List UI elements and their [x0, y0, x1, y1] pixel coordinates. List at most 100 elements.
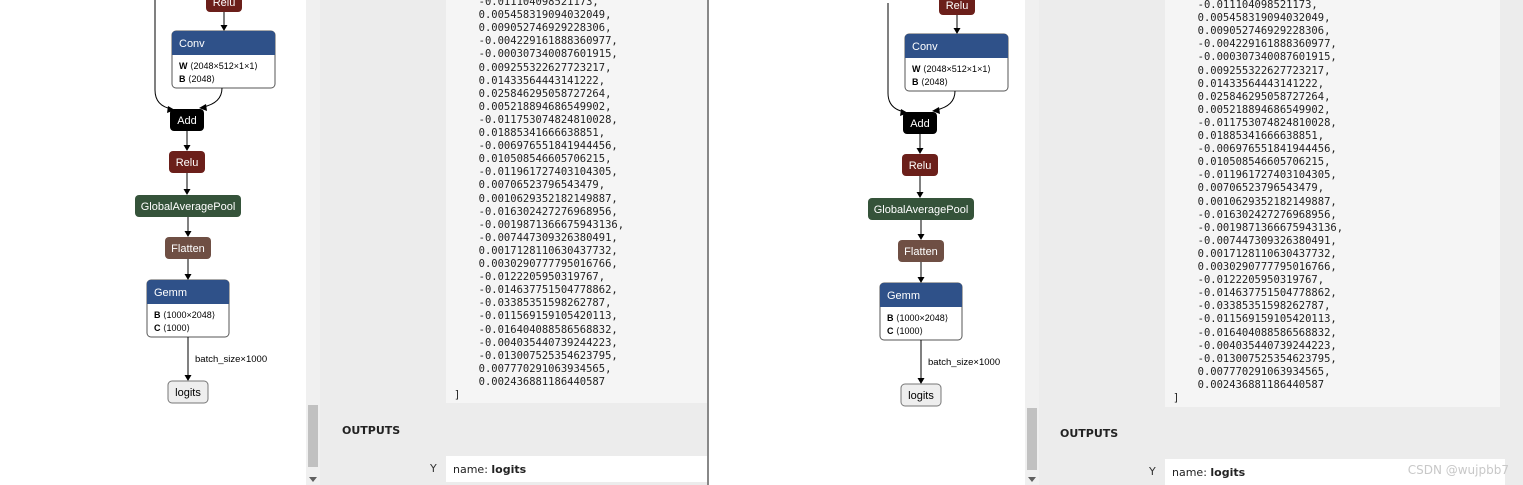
logits-node[interactable]: logits	[900, 383, 942, 407]
edge-arrowhead	[199, 104, 207, 111]
outputs-section-label: OUTPUTS	[342, 424, 401, 437]
edge-arrowhead	[917, 234, 925, 240]
relu-node[interactable]: Relu	[169, 151, 205, 173]
tensor-value-line: 0.0030290777795016766,	[1185, 261, 1337, 273]
global-average-pool-node[interactable]: GlobalAveragePool	[868, 198, 974, 220]
tensor-value-line: 0.005458319094032049,	[466, 9, 612, 22]
tensor-value-line: 0.005218894686549902,	[1185, 103, 1331, 116]
edge-arrowhead	[183, 145, 191, 151]
tensor-value-line: -0.016302427276968956,	[1185, 208, 1337, 221]
logits-node-label: logits	[908, 390, 934, 402]
tensor-value-line: ]	[454, 389, 461, 401]
conv-node-attr: B ⟨2048⟩	[912, 77, 948, 87]
edge-arrowhead	[953, 28, 961, 34]
tensor-value-line: 0.025846295058727264,	[1185, 90, 1331, 103]
tensor-value-line: -0.004229161888360977,	[1185, 38, 1337, 51]
conv-node-attr: W ⟨2048×512×1×1⟩	[179, 61, 258, 71]
edge-arrowhead	[917, 277, 925, 283]
global-average-pool-node[interactable]: GlobalAveragePool	[135, 195, 241, 217]
relu-node-top[interactable]: Relu	[206, 0, 242, 12]
scroll-down-arrow-icon[interactable]	[309, 477, 317, 482]
tensor-value-line: -0.014637751504778862,	[1185, 287, 1337, 300]
tensor-value-line: -0.03385351598262787,	[1185, 300, 1331, 313]
tensor-value-line: -0.004035440739244223,	[1185, 339, 1337, 352]
tensor-value-line: 0.009255322627723217,	[1185, 64, 1331, 77]
edge-arrowhead	[184, 231, 192, 237]
gemm-node-attr: C ⟨1000⟩	[154, 323, 190, 333]
tensor-value-line: -0.007447309326380491,	[466, 231, 618, 244]
tensor-value-line: -0.004229161888360977,	[466, 35, 618, 48]
tensor-value-line: 0.025846295058727264,	[466, 87, 612, 100]
scrollbar-thumb-right[interactable]	[1027, 408, 1037, 470]
conv-node-title: Conv	[179, 38, 205, 50]
add-node-label: Add	[910, 118, 930, 130]
add-node[interactable]: Add	[903, 112, 937, 134]
graph-scrollbar[interactable]	[306, 0, 320, 485]
tensor-value-line: 0.007770291063934565,	[1185, 365, 1331, 378]
name-key: name:	[453, 463, 488, 476]
tensor-value-line: -0.011569159105420113,	[466, 310, 618, 323]
tensor-value-line: -0.006976551841944456,	[466, 140, 618, 153]
scroll-down-arrow-icon-right[interactable]	[1028, 477, 1036, 482]
tensor-value-line: 0.009052746929228306,	[1185, 25, 1331, 38]
relu-node[interactable]: Relu	[902, 154, 938, 176]
edge-arrowhead	[184, 274, 192, 280]
edge-arrowhead	[167, 106, 175, 113]
global-average-pool-node-label: GlobalAveragePool	[141, 201, 236, 213]
skip-edge	[154, 0, 173, 110]
tensor-value-line: -0.014637751504778862,	[466, 284, 618, 297]
tensor-value-line: -0.0122205950319767,	[1185, 274, 1325, 287]
tensor-value-line: -0.011753074824810028,	[1185, 116, 1337, 129]
tensor-value-line: -0.011104098521173,	[466, 0, 599, 8]
gemm-node-title: Gemm	[154, 287, 187, 299]
tensor-value-line: -0.011961727403104305,	[1185, 169, 1337, 182]
tensor-value-line: 0.009255322627723217,	[466, 61, 612, 74]
edge-arrowhead	[932, 107, 940, 114]
logits-node-label: logits	[175, 387, 201, 399]
tensor-value-line: -0.0122205950319767,	[466, 271, 606, 284]
tensor-value-line: 0.009052746929228306,	[466, 22, 612, 35]
tensor-value-line: 0.01433564443141222,	[1185, 77, 1325, 90]
tensor-value-line: 0.0030290777795016766,	[466, 258, 618, 270]
tensor-value-line: -0.016404088586568832,	[1185, 326, 1337, 339]
edge-arrowhead	[220, 25, 228, 31]
conv-node-title: Conv	[912, 41, 938, 53]
edge-shape-label: batch_size×1000	[195, 354, 267, 365]
tensor-value-line: -0.011569159105420113,	[1185, 313, 1337, 326]
tensor-value-line: 0.01885341666638851,	[1185, 130, 1325, 142]
name-value: logits	[491, 463, 527, 476]
flatten-node[interactable]: Flatten	[898, 240, 944, 262]
logits-node[interactable]: logits	[167, 380, 209, 404]
tensor-value-line: 0.0010629352182149887,	[466, 192, 618, 205]
relu-node-top[interactable]: Relu	[939, 0, 975, 15]
tensor-value-line: -0.011753074824810028,	[466, 113, 618, 126]
tensor-value-line: 0.005218894686549902,	[466, 100, 612, 113]
tensor-value-line: 0.010508546605706215,	[466, 153, 612, 166]
output-name-field-right: name: logits	[1165, 459, 1505, 485]
tensor-values-box: -0.011104098521173, 0.005458319094032049…	[446, 0, 707, 403]
scrollbar-thumb[interactable]	[308, 405, 318, 467]
watermark: CSDN @wujpbb7	[1407, 463, 1509, 477]
tensor-value-line: -0.013007525354623795,	[466, 349, 618, 362]
output-name-field: name: logits	[446, 456, 707, 482]
add-node[interactable]: Add	[170, 109, 204, 131]
flatten-node-label: Flatten	[171, 243, 205, 255]
edge-shape-label: batch_size×1000	[928, 357, 1000, 368]
tensor-value-line: -0.0019871366675943136,	[466, 218, 625, 231]
tensor-value-line: 0.00706523796543479,	[1185, 182, 1325, 195]
tensor-value-line: 0.002436881186440587	[466, 375, 606, 388]
global-average-pool-node-label: GlobalAveragePool	[874, 204, 969, 216]
flatten-node[interactable]: Flatten	[165, 237, 211, 259]
pane-divider[interactable]	[707, 0, 709, 485]
tensor-value-line: 0.010508546605706215,	[1185, 156, 1331, 169]
graph-scrollbar-right[interactable]	[1025, 0, 1039, 485]
output-y-label: Y	[430, 462, 437, 475]
